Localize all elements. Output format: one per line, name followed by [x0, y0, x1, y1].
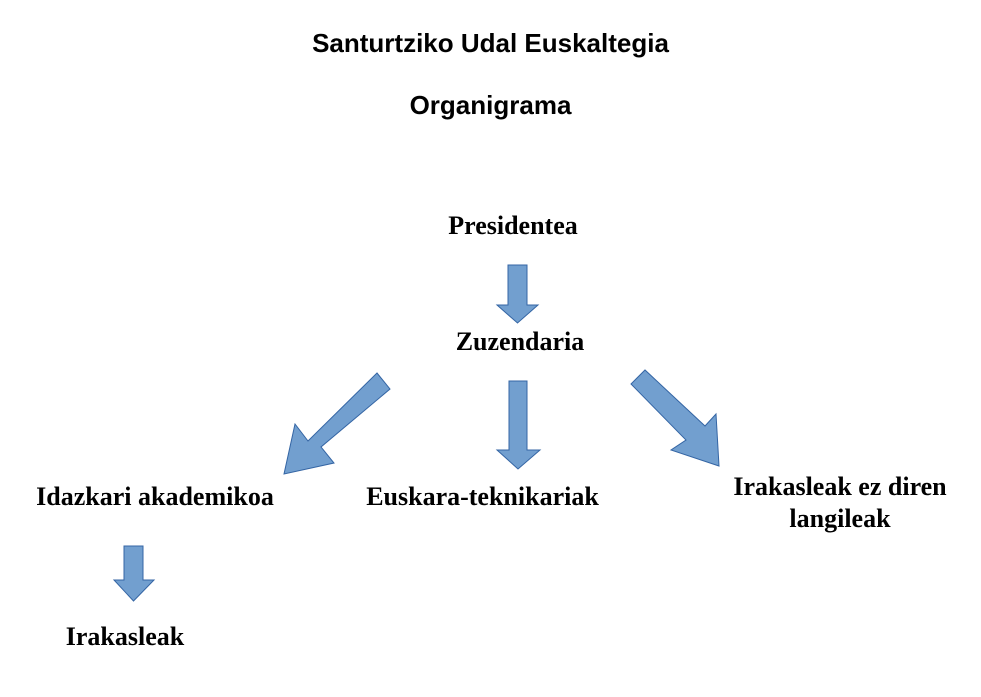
arrow-zuzendaria-langileak	[630, 369, 720, 467]
page-subtitle: Organigrama	[409, 90, 572, 120]
node-zuzendaria: Zuzendaria	[455, 327, 585, 356]
node-irakasleak-ez-diren-line2: langileak	[789, 504, 891, 533]
arrow-zuzendaria-idazkari	[283, 372, 391, 475]
arrow-presidentea-zuzendaria	[495, 264, 540, 324]
arrow-zuzendaria-euskara	[495, 380, 542, 470]
node-irakasleak-ez-diren-line1: Irakasleak ez diren	[733, 472, 947, 501]
node-idazkari-akademikoa: Idazkari akademikoa	[36, 482, 274, 511]
node-irakasleak-ez-diren-langileak: Irakasleak ez diren langileak	[700, 471, 980, 535]
arrow-idazkari-irakasleak	[112, 545, 156, 602]
node-euskara-teknikariak: Euskara-teknikariak	[366, 482, 599, 511]
page-title: Santurtziko Udal Euskaltegia	[312, 28, 669, 58]
node-presidentea: Presidentea	[448, 211, 578, 240]
node-irakasleak: Irakasleak	[65, 622, 185, 651]
